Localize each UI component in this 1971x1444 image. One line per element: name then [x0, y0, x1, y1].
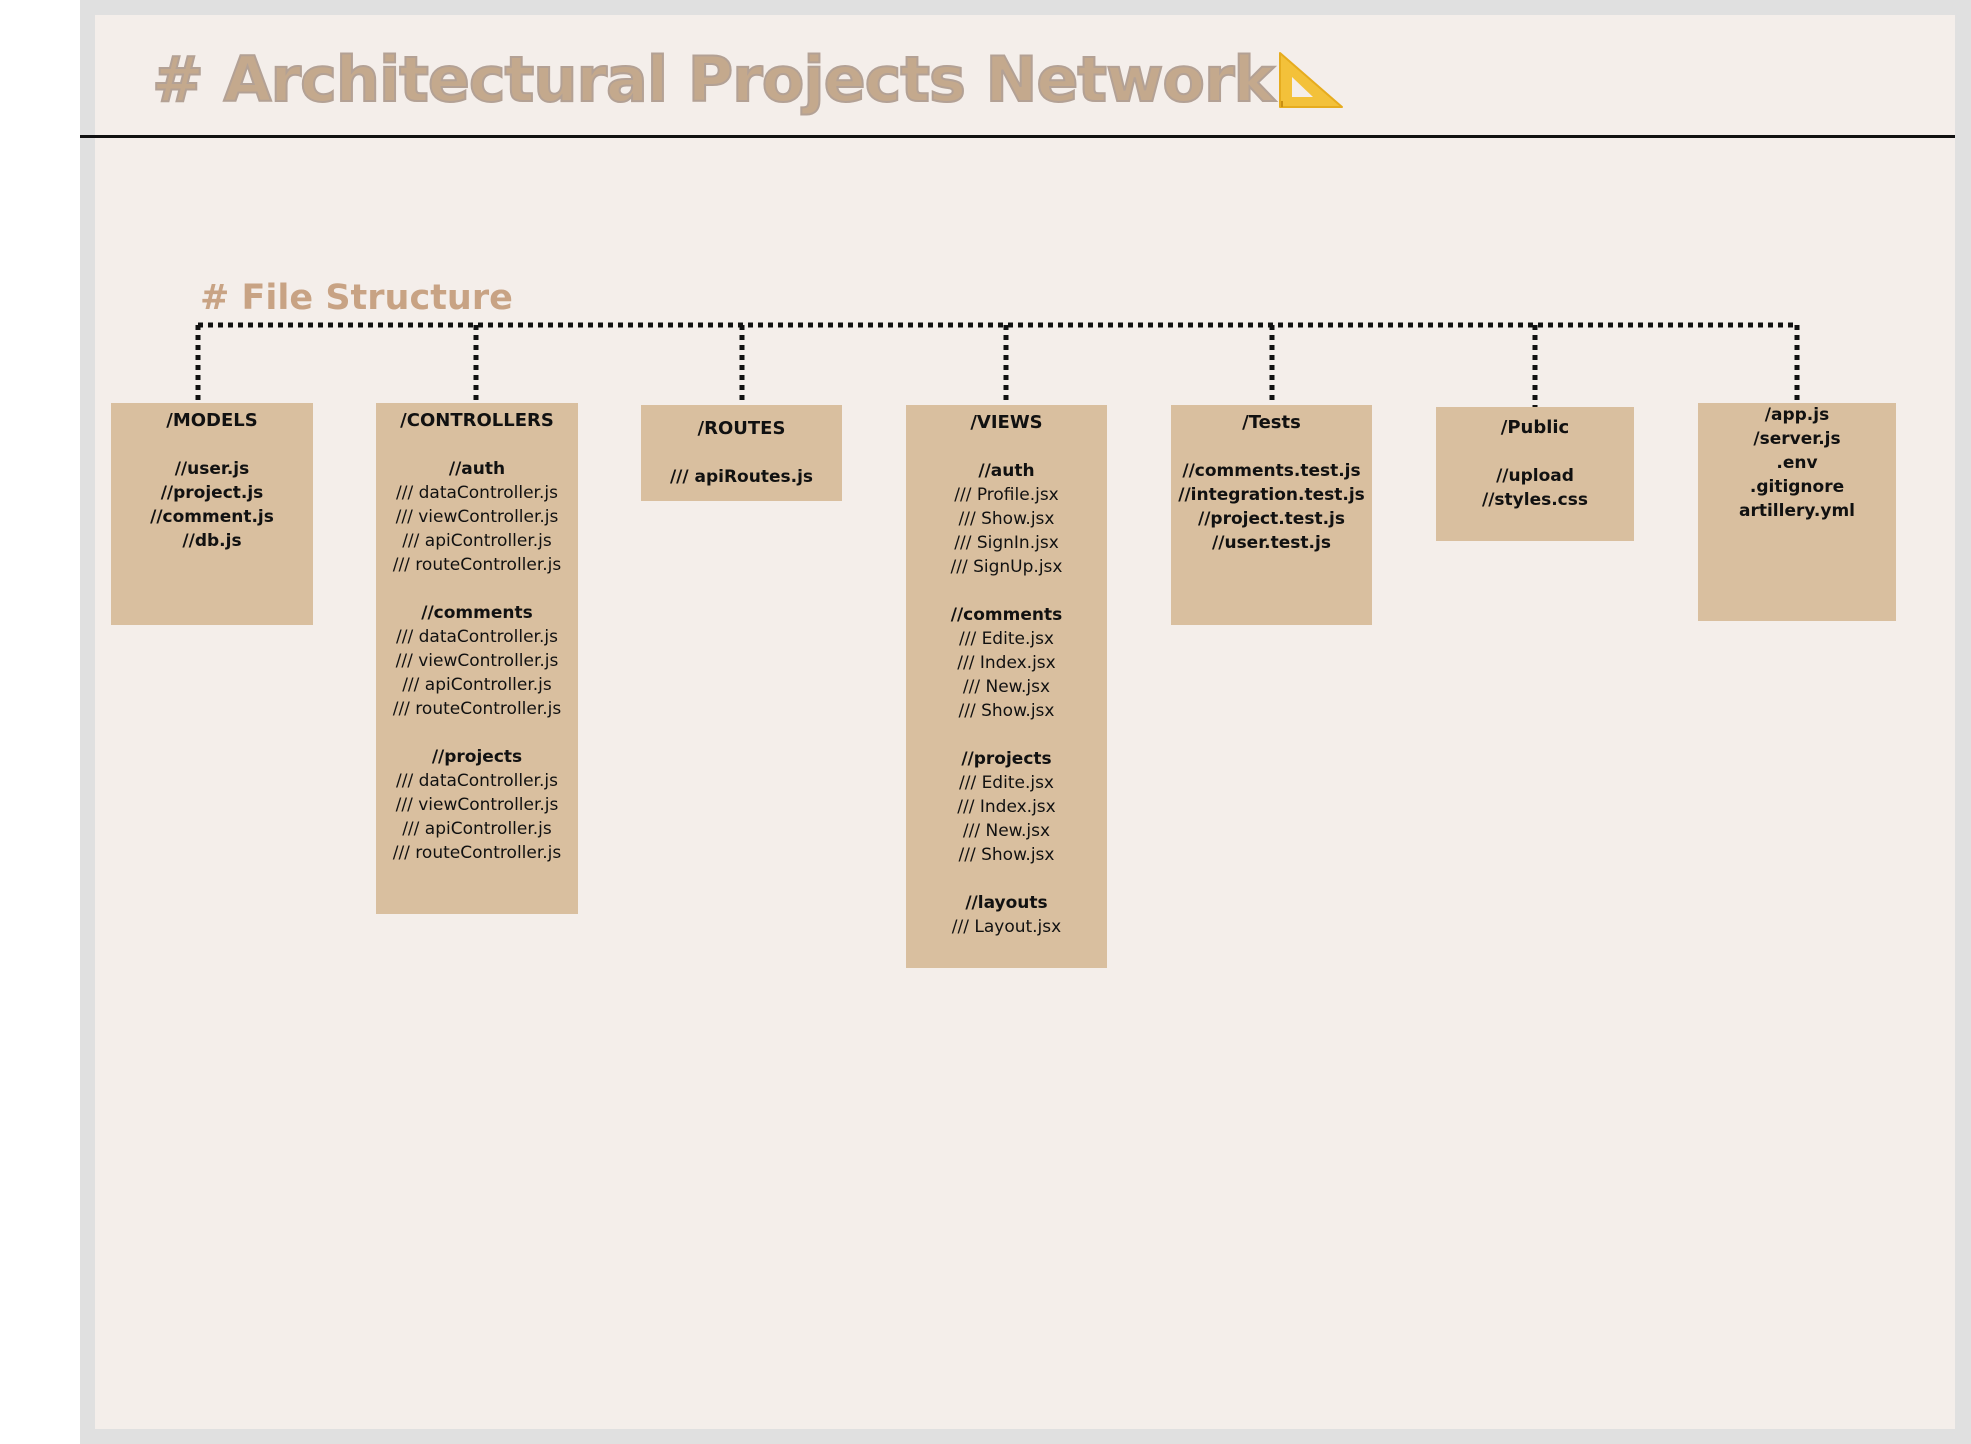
views-file: /// Show.jsx — [958, 509, 1055, 529]
views-file: /// Index.jsx — [957, 653, 1056, 673]
controllers-file: /// viewController.js — [395, 795, 559, 815]
public-item: //styles.css — [1482, 490, 1588, 510]
section-title: # File Structure — [200, 278, 513, 318]
root-file: .env — [1776, 453, 1818, 473]
controllers-file: /// routeController.js — [392, 843, 562, 863]
views-file: /// SignIn.jsx — [954, 533, 1059, 553]
models-file: //db.js — [182, 531, 242, 551]
routes-folder-title: /ROUTES — [697, 418, 786, 439]
controllers-file: /// routeController.js — [392, 555, 562, 575]
views-file: /// Edite.jsx — [958, 773, 1054, 793]
public-folder-title: /Public — [1500, 417, 1570, 438]
controllers-file: /// dataController.js — [396, 771, 558, 791]
tests-file: //project.test.js — [1198, 509, 1345, 529]
tests-file: //user.test.js — [1212, 533, 1331, 553]
views-file: /// Show.jsx — [958, 701, 1055, 721]
views-file: /// New.jsx — [962, 821, 1051, 841]
root-file: /app.js — [1764, 405, 1830, 425]
public-folder-box: /Public //upload //styles.css — [1436, 407, 1634, 541]
controllers-auth-header: //auth — [448, 459, 506, 479]
page-title-text: # Architectural Projects Network — [151, 42, 1276, 117]
models-folder-title: /MODELS — [166, 410, 258, 431]
tests-file: //integration.test.js — [1178, 485, 1365, 505]
controllers-file: /// routeController.js — [392, 699, 562, 719]
routes-file: /// apiRoutes.js — [669, 467, 814, 487]
views-comments-header: //comments — [950, 605, 1063, 625]
views-file: /// Layout.jsx — [951, 917, 1062, 937]
controllers-folder-title: /CONTROLLERS — [400, 410, 554, 431]
views-file: /// Index.jsx — [957, 797, 1056, 817]
models-folder-box: /MODELS //user.js //project.js //comment… — [111, 403, 313, 625]
views-file: /// Profile.jsx — [954, 485, 1059, 505]
views-file: /// Show.jsx — [958, 845, 1055, 865]
controllers-file: /// viewController.js — [395, 507, 559, 527]
root-file: artillery.yml — [1739, 501, 1855, 521]
title-divider — [80, 135, 1955, 138]
controllers-file: /// apiController.js — [402, 675, 552, 695]
models-file: //user.js — [174, 459, 250, 479]
models-file: //comment.js — [150, 507, 274, 527]
views-file: /// Edite.jsx — [958, 629, 1054, 649]
tests-folder-box: /Tests //comments.test.js //integration.… — [1171, 405, 1372, 625]
controllers-file: /// apiController.js — [402, 531, 552, 551]
routes-folder-box: /ROUTES /// apiRoutes.js — [641, 405, 842, 501]
views-file: /// SignUp.jsx — [950, 557, 1063, 577]
views-folder-title: /VIEWS — [970, 412, 1043, 433]
tests-file: //comments.test.js — [1182, 461, 1361, 481]
triangular-ruler-icon — [1278, 52, 1343, 108]
root-file: /server.js — [1753, 429, 1841, 449]
controllers-projects-header: //projects — [431, 747, 523, 767]
controllers-file: /// apiController.js — [402, 819, 552, 839]
controllers-folder-box: /CONTROLLERS //auth /// dataController.j… — [376, 403, 578, 914]
views-file: /// New.jsx — [962, 677, 1051, 697]
models-file: //project.js — [160, 483, 264, 503]
views-auth-header: //auth — [978, 461, 1035, 481]
controllers-file: /// viewController.js — [395, 651, 559, 671]
controllers-comments-header: //comments — [421, 603, 533, 623]
page-title: # Architectural Projects Network — [151, 36, 1346, 122]
root-files-box: /app.js /server.js .env .gitignore artil… — [1698, 403, 1896, 621]
tests-folder-title: /Tests — [1242, 412, 1301, 433]
views-folder-box: /VIEWS //auth /// Profile.jsx /// Show.j… — [906, 405, 1107, 968]
public-item: //upload — [1496, 466, 1574, 486]
controllers-file: /// dataController.js — [396, 627, 558, 647]
views-layouts-header: //layouts — [965, 893, 1048, 913]
views-projects-header: //projects — [961, 749, 1052, 769]
root-file: .gitignore — [1749, 477, 1845, 497]
controllers-file: /// dataController.js — [396, 483, 558, 503]
